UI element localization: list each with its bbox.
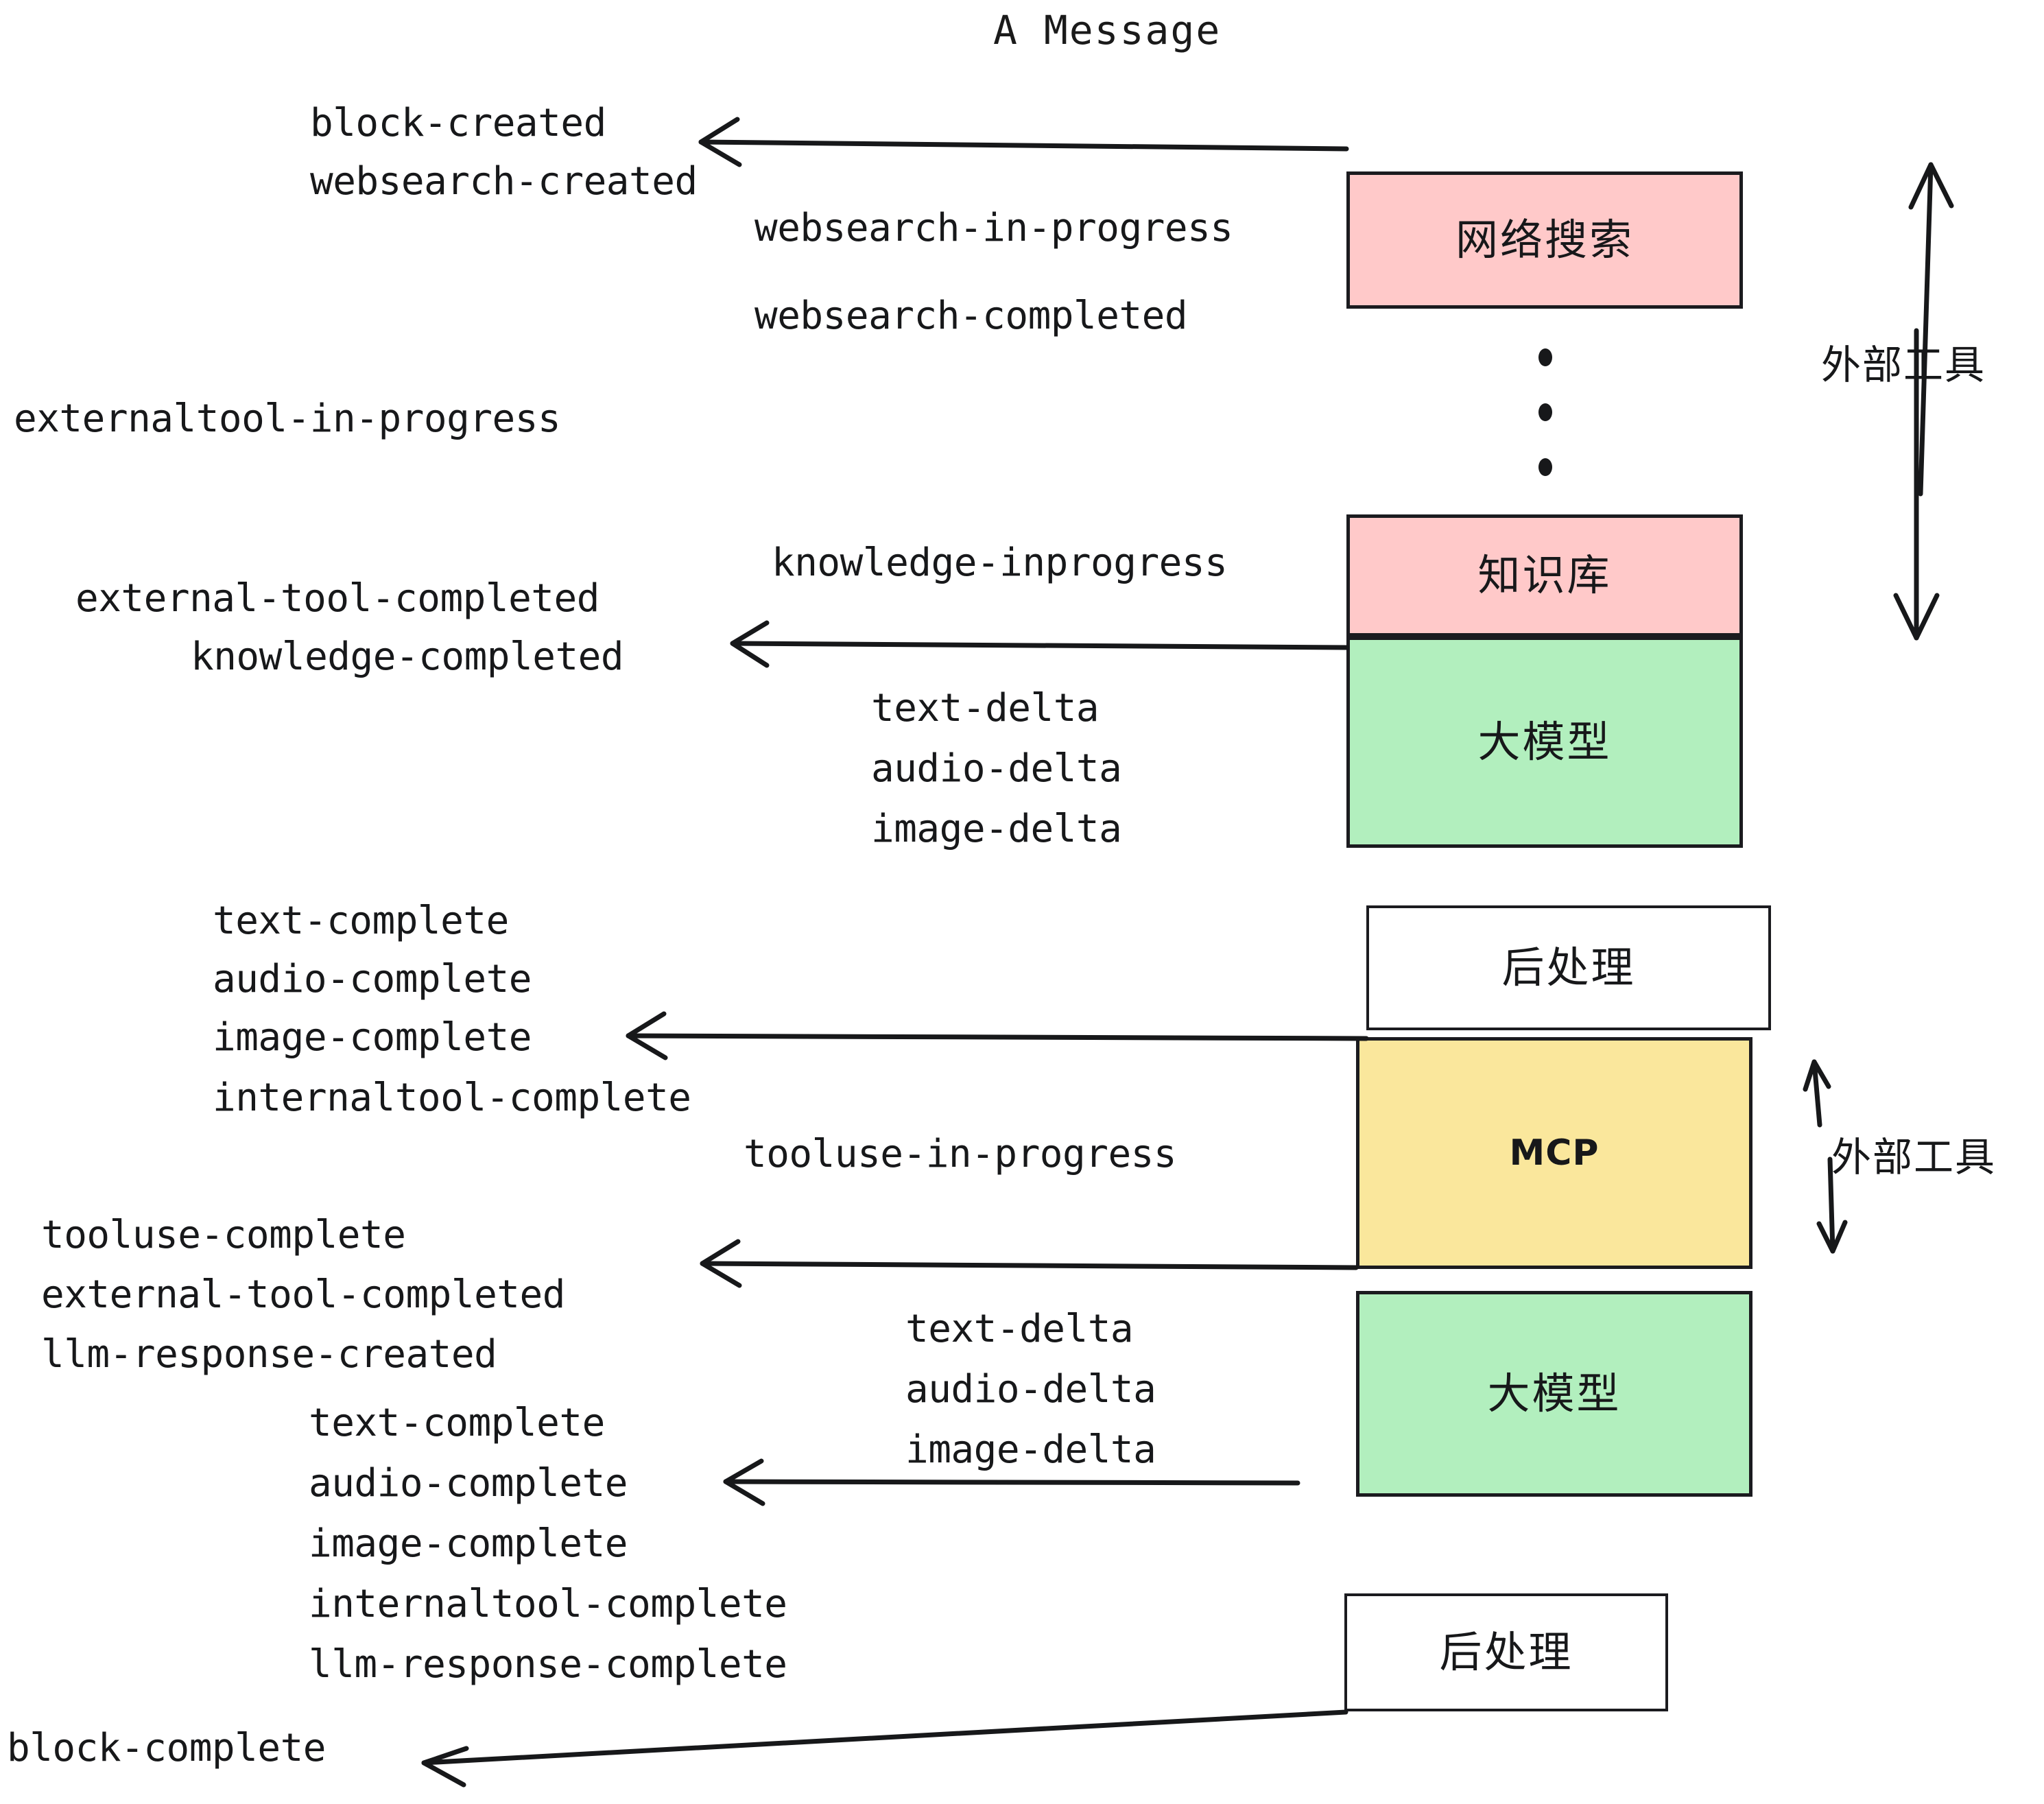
event-audio-complete-1: audio-complete xyxy=(213,957,532,1001)
event-text-delta-1: text-delta xyxy=(871,686,1100,731)
box-websearch-label: 网络搜索 xyxy=(1455,215,1634,265)
event-websearch-in-progress: websearch-in-progress xyxy=(754,206,1233,250)
event-external-tool-completed-2: external-tool-completed xyxy=(41,1272,565,1317)
event-llm-response-complete: llm-response-complete xyxy=(309,1642,787,1687)
arrow-mcp-to-tooluse-complete xyxy=(700,1261,1359,1270)
side-label-external-tools-top: 外部工具 xyxy=(1821,342,1986,388)
side-label-external-tools-bottom: 外部工具 xyxy=(1831,1134,1997,1180)
event-block-created: block-created xyxy=(310,101,606,145)
box-mcp: MCP xyxy=(1356,1037,1752,1269)
event-text-delta-2: text-delta xyxy=(905,1307,1134,1351)
event-image-complete-2: image-complete xyxy=(309,1521,628,1566)
event-image-delta-1: image-delta xyxy=(871,807,1122,851)
arrowhead-external-tools-bottom-up xyxy=(1803,1059,1831,1092)
box-postprocess-1-label: 后处理 xyxy=(1501,942,1636,993)
arrow-external-tools-top-up xyxy=(1918,162,1934,497)
box-llm-2: 大模型 xyxy=(1356,1291,1752,1497)
arrow-post2-to-block-complete xyxy=(421,1709,1348,1766)
ellipsis-dot xyxy=(1538,403,1552,421)
arrowhead-llm2-to-audio-complete xyxy=(723,1458,765,1506)
event-llm-response-created: llm-response-created xyxy=(41,1332,497,1377)
event-image-complete-1: image-complete xyxy=(213,1015,532,1060)
box-llm-1: 大模型 xyxy=(1346,637,1743,848)
event-block-complete: block-complete xyxy=(7,1726,326,1770)
ellipsis-dot xyxy=(1538,458,1552,476)
event-external-tool-completed-1: external-tool-completed xyxy=(75,576,599,621)
ellipsis-dot xyxy=(1538,348,1552,366)
event-audio-complete-2: audio-complete xyxy=(309,1461,628,1506)
event-websearch-completed: websearch-completed xyxy=(754,294,1188,338)
box-postprocess-1: 后处理 xyxy=(1366,905,1771,1030)
event-tooluse-complete: tooluse-complete xyxy=(41,1213,406,1257)
arrowhead-websearch-to-block-created xyxy=(698,117,742,167)
box-mcp-label: MCP xyxy=(1509,1132,1600,1174)
arrowhead-external-tools-top-up xyxy=(1908,162,1954,210)
event-internaltool-complete-1: internaltool-complete xyxy=(213,1076,691,1120)
box-postprocess-2: 后处理 xyxy=(1344,1593,1668,1711)
event-text-complete-2: text-complete xyxy=(309,1401,605,1445)
arrowhead-external-tools-bottom-down xyxy=(1816,1220,1848,1254)
arrow-llm1-to-knowledge-completed xyxy=(730,641,1349,650)
arrow-llm2-to-audio-complete xyxy=(723,1479,1300,1486)
event-text-complete-1: text-complete xyxy=(213,899,509,943)
event-websearch-created: websearch-created xyxy=(310,159,698,204)
arrow-post1-to-image-complete xyxy=(626,1033,1369,1041)
event-internaltool-complete-2: internaltool-complete xyxy=(309,1582,787,1626)
box-postprocess-2-label: 后处理 xyxy=(1439,1627,1573,1677)
event-audio-delta-1: audio-delta xyxy=(871,746,1122,791)
event-tooluse-in-progress: tooluse-in-progress xyxy=(744,1132,1177,1176)
arrowhead-external-tools-top-down xyxy=(1893,593,1940,641)
arrowhead-post2-to-block-complete xyxy=(421,1746,469,1788)
box-llm-2-label: 大模型 xyxy=(1487,1368,1621,1419)
arrowhead-llm1-to-knowledge-completed xyxy=(730,620,770,668)
page-title: A Message xyxy=(993,7,1222,54)
event-knowledge-inprogress: knowledge-inprogress xyxy=(772,541,1228,585)
event-audio-delta-2: audio-delta xyxy=(905,1367,1156,1412)
box-knowledge: 知识库 xyxy=(1346,514,1743,637)
event-image-delta-2: image-delta xyxy=(905,1427,1156,1472)
box-websearch: 网络搜索 xyxy=(1346,171,1743,309)
box-llm-1-label: 大模型 xyxy=(1477,717,1612,767)
event-externaltool-in-progress: externaltool-in-progress xyxy=(14,396,561,441)
box-knowledge-label: 知识库 xyxy=(1477,550,1612,600)
arrowhead-post1-to-image-complete xyxy=(626,1011,668,1060)
event-knowledge-completed: knowledge-completed xyxy=(191,634,624,679)
arrowhead-mcp-to-tooluse-complete xyxy=(700,1239,742,1288)
arrow-websearch-to-block-created xyxy=(698,139,1349,152)
arrow-external-tools-bottom-up xyxy=(1811,1059,1822,1128)
